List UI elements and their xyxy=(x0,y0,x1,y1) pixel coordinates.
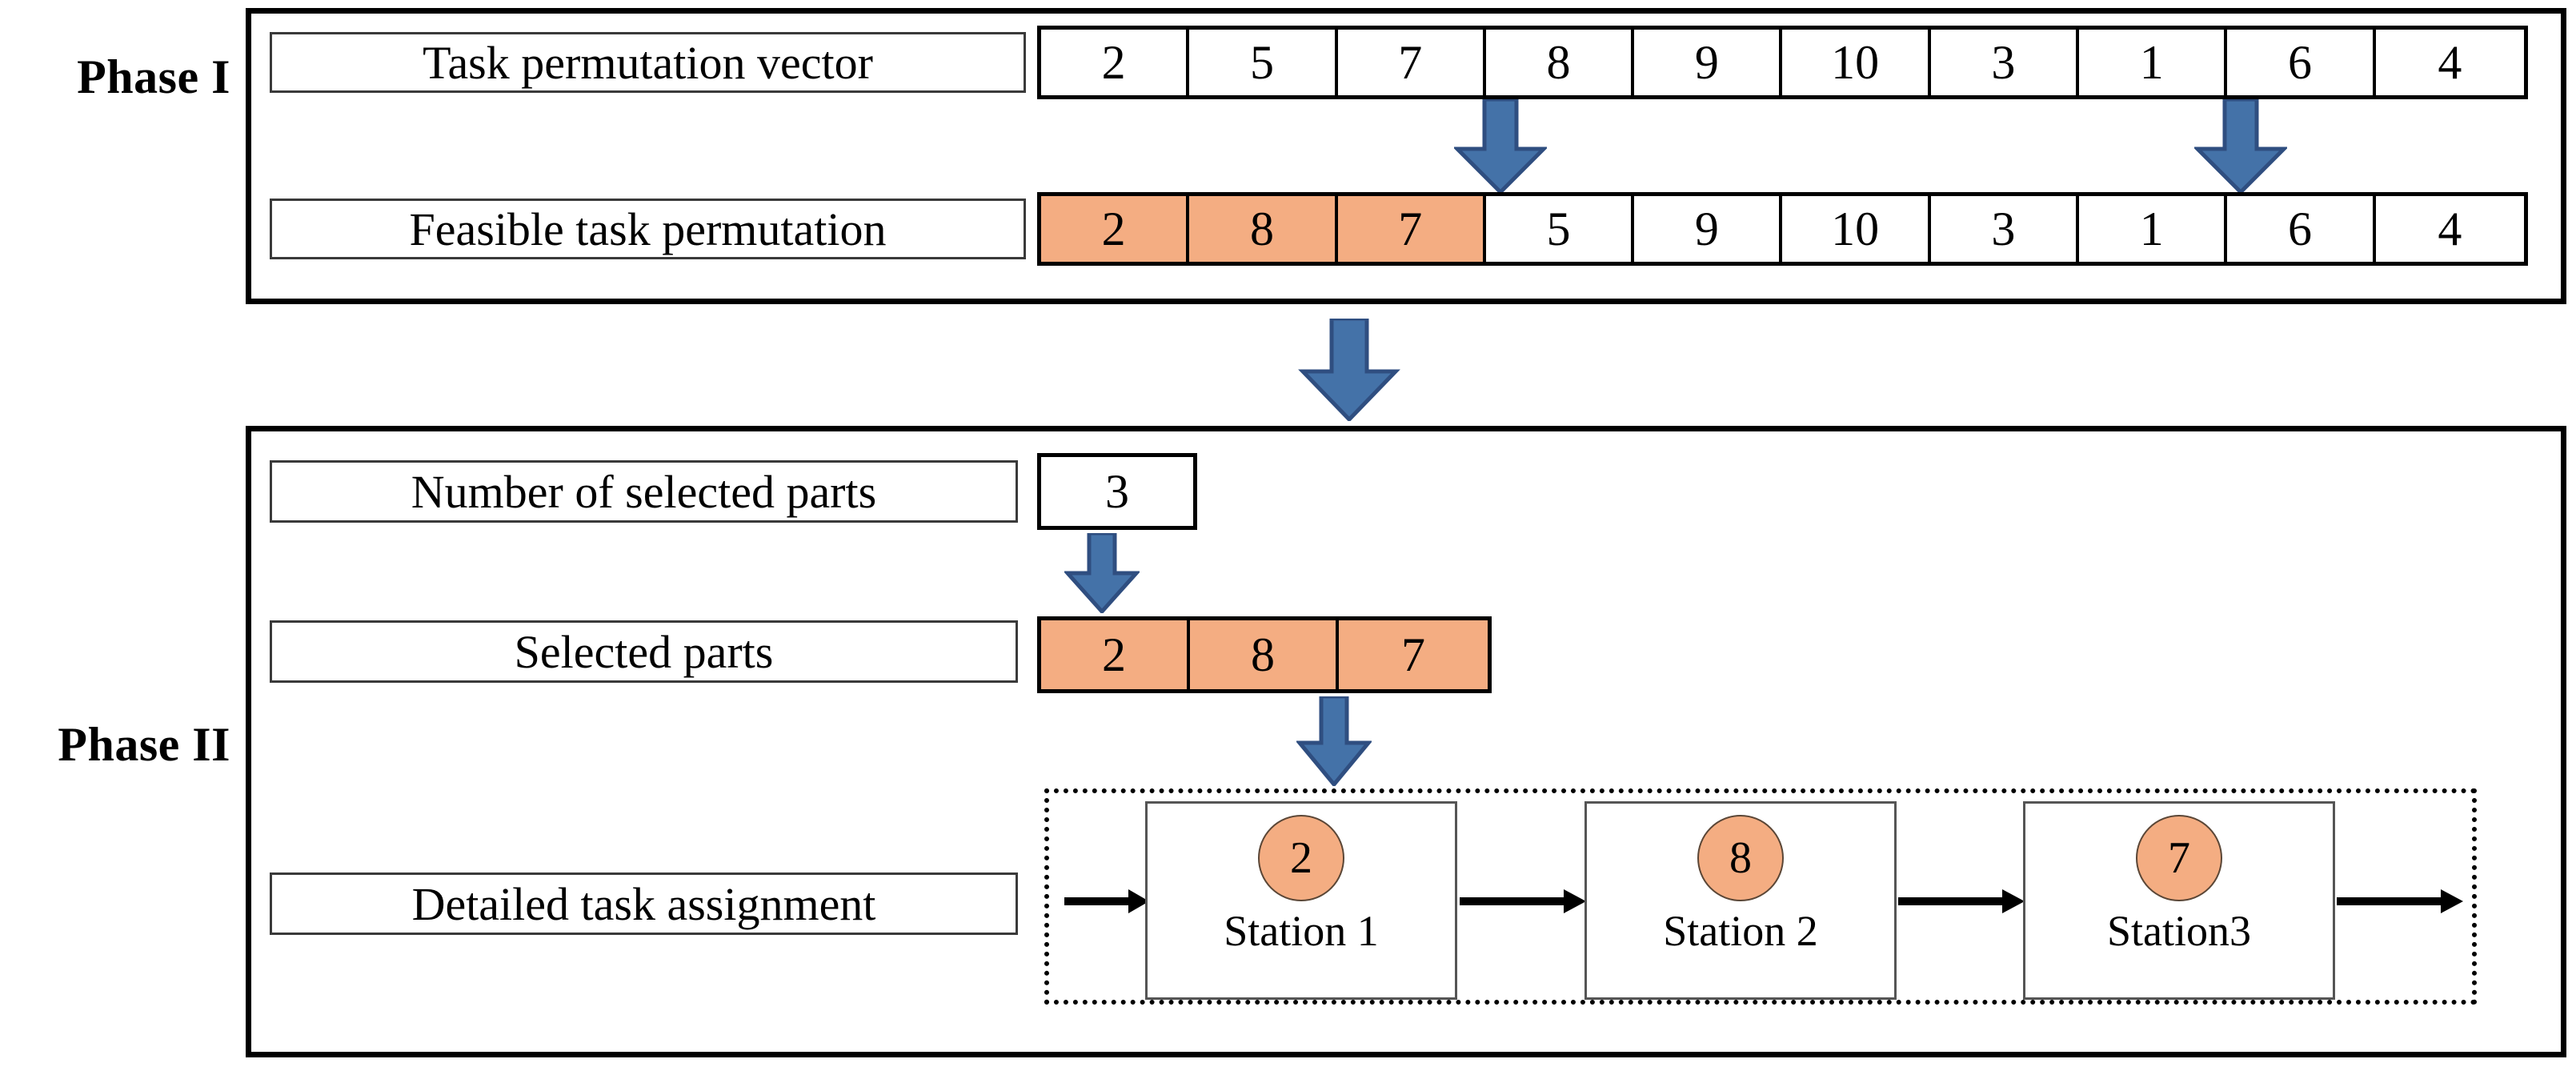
vector-cell[interactable]: 4 xyxy=(2375,30,2524,95)
vector-cell[interactable]: 6 xyxy=(2227,196,2376,262)
vector-cell[interactable]: 7 xyxy=(1337,30,1486,95)
vector-cell[interactable]: 9 xyxy=(1634,30,1783,95)
station-3[interactable]: 7 Station3 xyxy=(2023,801,2335,1000)
task-permutation-vector: 2 5 7 8 9 10 3 1 6 4 xyxy=(1037,26,2528,99)
caption-number-of-selected-parts: Number of selected parts xyxy=(270,460,1018,523)
station-name: Station3 xyxy=(2106,907,2251,955)
station-2[interactable]: 8 Station 2 xyxy=(1584,801,1897,1000)
vector-cell[interactable]: 1 xyxy=(2079,30,2228,95)
down-block-arrow-icon xyxy=(1454,99,1547,194)
down-block-arrow-icon xyxy=(2194,99,2287,194)
caption-feasible-task-permutation: Feasible task permutation xyxy=(270,199,1026,259)
station-1[interactable]: 2 Station 1 xyxy=(1145,801,1457,1000)
down-block-arrow-icon xyxy=(1296,696,1372,786)
vector-cell[interactable]: 5 xyxy=(1189,30,1338,95)
selected-parts: 2 8 7 xyxy=(1037,616,1492,693)
vector-cell[interactable]: 3 xyxy=(1041,457,1193,526)
caption-detailed-task-assignment: Detailed task assignment xyxy=(270,872,1018,935)
vector-cell[interactable]: 9 xyxy=(1634,196,1783,262)
vector-cell[interactable]: 3 xyxy=(1930,30,2080,95)
right-flow-arrow-icon xyxy=(1460,887,1588,916)
vector-cell[interactable]: 8 xyxy=(1485,30,1635,95)
down-block-arrow-icon xyxy=(1298,319,1400,421)
caption-task-permutation-vector: Task permutation vector xyxy=(270,32,1026,93)
vector-cell[interactable]: 4 xyxy=(2375,196,2524,262)
caption-text: Detailed task assignment xyxy=(411,877,876,930)
station-name: Station 1 xyxy=(1224,907,1379,955)
vector-cell[interactable]: 7 xyxy=(1337,196,1486,262)
vector-cell[interactable]: 6 xyxy=(2227,30,2376,95)
vector-cell[interactable]: 8 xyxy=(1190,620,1340,689)
caption-text: Task permutation vector xyxy=(423,36,873,89)
vector-cell[interactable]: 3 xyxy=(1930,196,2080,262)
vector-cell[interactable]: 10 xyxy=(1782,30,1931,95)
down-block-arrow-icon xyxy=(1064,533,1140,613)
phase-1-label: Phase I xyxy=(77,50,230,103)
vector-cell[interactable]: 8 xyxy=(1189,196,1338,262)
caption-text: Feasible task permutation xyxy=(409,203,887,255)
vector-cell[interactable]: 5 xyxy=(1485,196,1635,262)
feasible-task-permutation: 2 8 7 5 9 10 3 1 6 4 xyxy=(1037,192,2528,266)
vector-cell[interactable]: 2 xyxy=(1041,196,1190,262)
task-disc: 2 xyxy=(1258,815,1344,901)
right-flow-arrow-icon xyxy=(2337,887,2465,916)
vector-cell[interactable]: 2 xyxy=(1041,620,1191,689)
right-flow-arrow-icon xyxy=(1898,887,2026,916)
vector-cell[interactable]: 7 xyxy=(1339,620,1488,689)
vector-cell[interactable]: 1 xyxy=(2079,196,2228,262)
station-name: Station 2 xyxy=(1663,907,1818,955)
task-disc: 8 xyxy=(1697,815,1784,901)
vector-cell[interactable]: 2 xyxy=(1041,30,1190,95)
vector-cell[interactable]: 10 xyxy=(1782,196,1931,262)
caption-text: Selected parts xyxy=(514,625,774,678)
phase-2-label: Phase II xyxy=(58,718,230,771)
number-of-selected-parts-value: 3 xyxy=(1037,453,1197,530)
caption-text: Number of selected parts xyxy=(411,465,877,518)
caption-selected-parts: Selected parts xyxy=(270,620,1018,683)
task-disc: 7 xyxy=(2136,815,2222,901)
right-flow-arrow-icon xyxy=(1064,887,1151,916)
